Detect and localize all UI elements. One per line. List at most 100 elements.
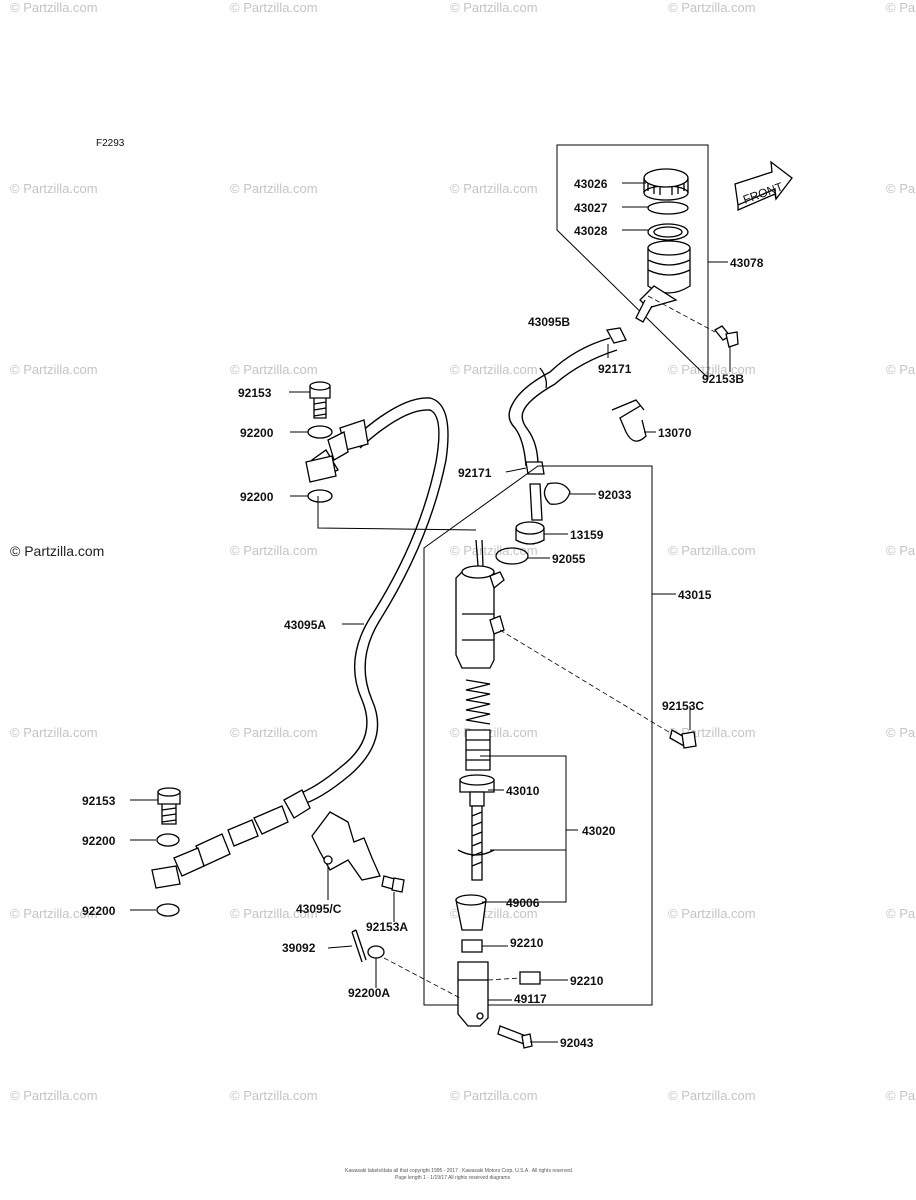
watermark: © Partzilla.com (886, 181, 916, 196)
label-92210-b: 92210 (570, 974, 604, 988)
watermark: © Partzilla.com (450, 362, 538, 377)
banjo-bolt-upper (309, 381, 331, 419)
lower-hose-fitting (173, 789, 311, 877)
spring (465, 679, 491, 725)
lock-nut (461, 939, 483, 953)
bolt-92153c (669, 729, 697, 749)
dashed-leader (499, 629, 673, 735)
label-92171-upper: 92171 (598, 362, 632, 376)
watermark: © Partzilla.com (230, 906, 318, 921)
piston-cup-43010 (459, 774, 495, 807)
watermark: © Partzilla.com (230, 725, 318, 740)
washer-upper-a (307, 425, 333, 439)
watermark: © Partzilla.com (10, 362, 98, 377)
watermark: © Partzilla.com (886, 906, 916, 921)
banjo-eye-upper (305, 455, 337, 483)
bolt-92153a (381, 875, 405, 893)
watermark: © Partzilla.com (230, 543, 318, 558)
clevis (457, 961, 489, 1027)
banjo-bolt-lower (157, 787, 181, 825)
footer-copyright: Kawasaki labels/data all that copyright … (345, 1168, 573, 1174)
watermark: © Partzilla.com (668, 543, 756, 558)
watermark: © Partzilla.com (10, 181, 98, 196)
label-13070: 13070 (658, 426, 692, 440)
watermark: © Partzilla.com (230, 362, 318, 377)
dashed-leader (647, 295, 716, 333)
dashed-leader (487, 977, 521, 981)
watermark: © Partzilla.com (886, 0, 916, 15)
watermark-main: © Partzilla.com (10, 543, 104, 559)
label-43095b: 43095B (528, 315, 570, 329)
label-43078: 43078 (730, 256, 764, 270)
label-92200-d: 92200 (82, 904, 116, 918)
watermark: © Partzilla.com (450, 181, 538, 196)
label-49117: 49117 (514, 992, 547, 1006)
watermark: © Partzilla.com (10, 906, 98, 921)
watermark: © Partzilla.com (668, 906, 756, 921)
figure-code: F2293 (96, 138, 125, 149)
label-43026: 43026 (574, 177, 608, 191)
reservoir-group-box (556, 144, 709, 380)
banjo-eye-lower (151, 865, 181, 889)
label-92153-upper: 92153 (238, 386, 272, 400)
master-cylinder-group-box (423, 465, 653, 1006)
push-rod (457, 805, 495, 881)
label-92200-b: 92200 (240, 490, 274, 504)
label-92153b: 92153B (702, 372, 744, 386)
label-92153c: 92153C (662, 699, 704, 713)
dashed-leader (383, 957, 461, 999)
label-92153-lower: 92153 (82, 794, 116, 808)
hose-clamp-bracket (311, 811, 381, 881)
label-92055: 92055 (552, 552, 586, 566)
label-43095a: 43095A (284, 618, 326, 632)
cotter-pin (351, 929, 367, 963)
leader-lines (130, 182, 731, 1043)
label-39092: 39092 (282, 941, 316, 955)
label-43027: 43027 (574, 201, 608, 215)
diaphragm-plate (647, 201, 689, 215)
watermark: © Partzilla.com (10, 0, 98, 15)
label-43028: 43028 (574, 224, 608, 238)
label-92171-lower: 92171 (458, 466, 492, 480)
lock-nut-right (519, 971, 541, 985)
watermark: © Partzilla.com (668, 362, 756, 377)
label-92043: 92043 (560, 1036, 594, 1050)
label-92153a: 92153A (366, 920, 408, 934)
label-43020: 43020 (582, 824, 616, 838)
watermark: © Partzilla.com (886, 543, 916, 558)
label-43010: 43010 (506, 784, 540, 798)
brake-hose (295, 397, 449, 806)
label-43015: 43015 (678, 588, 712, 602)
master-cylinder-body (455, 539, 505, 669)
bolt-92153b (714, 325, 739, 348)
label-13159: 13159 (570, 528, 604, 542)
label-92200a: 92200A (348, 986, 390, 1000)
watermark: © Partzilla.com (10, 725, 98, 740)
clevis-bolt (497, 1025, 533, 1049)
label-92210-a: 92210 (510, 936, 544, 950)
piston (465, 729, 491, 771)
watermark: © Partzilla.com (450, 725, 538, 740)
reservoir-cap (643, 168, 689, 201)
reservoir-hose (508, 337, 618, 467)
watermark: © Partzilla.com (230, 1088, 318, 1103)
watermark-layer: © Partzilla.com © Partzilla.com © Partzi… (10, 0, 916, 1103)
watermark: © Partzilla.com (668, 1088, 756, 1103)
watermark: © Partzilla.com (668, 0, 756, 15)
label-92033: 92033 (598, 488, 632, 502)
watermark: © Partzilla.com (230, 0, 318, 15)
label-43095c: 43095/C (296, 902, 342, 916)
watermark: © Partzilla.com (886, 1088, 916, 1103)
label-49006: 49006 (506, 896, 540, 910)
watermark: © Partzilla.com (450, 1088, 538, 1103)
hose-clamp-upper (605, 327, 627, 344)
watermark: © Partzilla.com (450, 0, 538, 15)
watermark: © Partzilla.com (886, 362, 916, 377)
watermark: © Partzilla.com (886, 725, 916, 740)
footer-page: Page length 1 - 1/19/17 All rights reser… (395, 1175, 511, 1181)
hose-fitting (529, 483, 543, 521)
label-92200-c: 92200 (82, 834, 116, 848)
washer-upper-b (307, 489, 333, 503)
reservoir-body (635, 240, 691, 323)
washer-lower-a (156, 833, 180, 847)
